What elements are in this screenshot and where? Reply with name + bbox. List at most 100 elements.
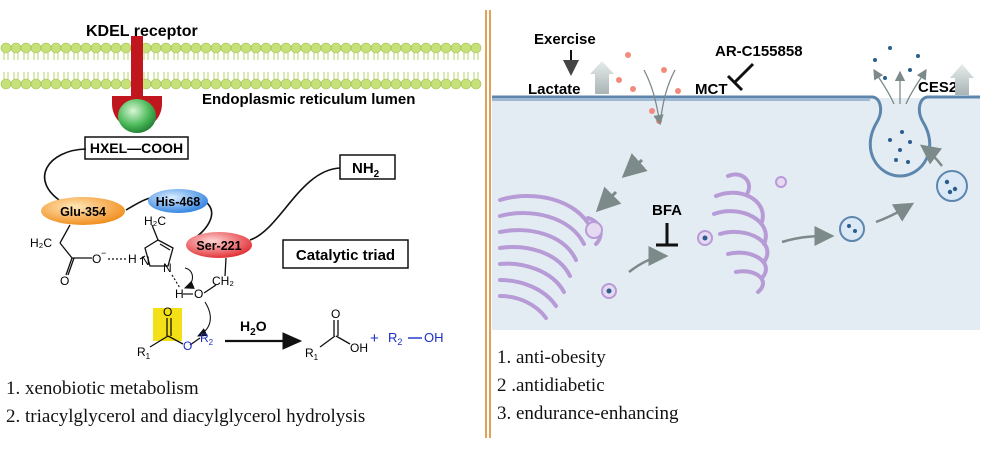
hxel-motif-box (84, 136, 189, 160)
lipid-head (110, 78, 122, 90)
right-panel: Exercise Lactate AR-C155858 MCT (492, 0, 999, 446)
lipid-head (440, 78, 452, 90)
lipid-head (210, 78, 222, 90)
glu-354-residue (41, 197, 125, 225)
ser-221-residue (186, 232, 252, 258)
his-n2: N (163, 261, 172, 275)
lipid-head (120, 42, 132, 54)
h-bond-his-ser (171, 274, 181, 289)
imidazole-ring (139, 224, 174, 267)
ces2-secreted-dot (898, 148, 902, 152)
lipid-head (100, 78, 112, 90)
ces2-secreted-dot (894, 158, 898, 162)
plus-sign: + (370, 330, 379, 347)
lipid-head (250, 78, 262, 90)
hxel-motif-label: HXEL—COOH (90, 140, 183, 156)
ces2-secreted-dot (883, 76, 887, 80)
ces2-secreted-dot (906, 160, 910, 164)
lipid-head (360, 42, 372, 54)
plasma-membrane (492, 95, 980, 178)
secretory-vesicle (839, 216, 865, 242)
exercise-label: Exercise (534, 31, 596, 48)
left-panel: KDEL receptor Endoplasmic reticulum lume… (0, 0, 482, 446)
water-label: H2O (240, 318, 267, 338)
chain-line-ser-nh2 (249, 167, 341, 241)
ces2-secreted-dot (888, 138, 892, 142)
lipid-head (150, 42, 162, 54)
ces2-release-arrow (905, 68, 927, 105)
lipid-head (30, 42, 42, 54)
lipid-head (240, 78, 252, 90)
ser-o: O (194, 287, 203, 301)
catalytic-triad-label: Catalytic triad (296, 247, 395, 264)
lipid-head (260, 42, 272, 54)
lipid-head (260, 78, 272, 90)
lipid-head (430, 42, 442, 54)
cell-cytoplasm (492, 98, 980, 330)
lipid-head (330, 78, 342, 90)
lipid-head (330, 42, 342, 54)
ces2-cargo-dot (944, 179, 950, 185)
lipid-head (320, 78, 332, 90)
lipid-head (60, 42, 72, 54)
lipid-head (320, 42, 332, 54)
lactate-dot (649, 108, 655, 114)
glu-minus-charge: − (101, 248, 106, 258)
lipid-head (240, 42, 252, 54)
lipid-head (310, 42, 322, 54)
lipid-head (310, 78, 322, 90)
lipid-head (420, 42, 432, 54)
lipid-head (410, 78, 422, 90)
lipid-head (270, 42, 282, 54)
lipid-head (380, 78, 392, 90)
glu-carbonyl-o: O (60, 274, 69, 288)
lipid-head (120, 78, 132, 90)
lipid-head (340, 42, 352, 54)
alcohol-r2: R2 (388, 330, 402, 347)
lipid-head (180, 42, 192, 54)
left-caption-1: 1. xenobiotic metabolism (6, 378, 199, 399)
lipid-head (340, 78, 352, 90)
ces2-secreted-dot (900, 130, 904, 134)
ces2-cargo-dot (606, 288, 612, 294)
lipid-head (390, 78, 402, 90)
lipid-head (180, 78, 192, 90)
lipid-head (190, 78, 202, 90)
lipid-head (400, 78, 412, 90)
lipid-head (280, 78, 292, 90)
lactate-up-arrow-icon (590, 61, 614, 94)
golgi-vesicle (775, 176, 787, 188)
lipid-head (200, 42, 212, 54)
ces2-secreted-dot (908, 68, 912, 72)
lipid-head (0, 78, 12, 90)
glu-354-label: Glu-354 (60, 205, 106, 219)
ces2-secreted-dot (888, 46, 892, 50)
glu-carboxylate-o: O (92, 252, 101, 266)
lipid-head (250, 42, 262, 54)
lipid-head (300, 78, 312, 90)
bfa-label: BFA (652, 202, 682, 219)
receptor-stalk (131, 36, 143, 96)
glu-side-chain (59, 224, 92, 276)
lipid-head (470, 78, 482, 90)
lipid-head (230, 42, 242, 54)
lactate-dot (625, 52, 631, 58)
substrate-r2: R2 (200, 331, 214, 347)
ces2-up-arrow-icon (950, 64, 974, 95)
secretory-vesicle-large (936, 170, 968, 202)
acid-r1: R1 (305, 346, 319, 362)
panel-divider-2 (489, 10, 491, 438)
lipid-head (80, 42, 92, 54)
lactate-entry-dashed-arrow (621, 153, 648, 178)
lipid-head (450, 42, 462, 54)
lipid-head (170, 42, 182, 54)
acid-bonds (319, 320, 351, 348)
right-caption-1: 1. anti-obesity (497, 347, 606, 368)
er-to-golgi-arrow (628, 246, 669, 273)
lipid-head (20, 42, 32, 54)
ces2-secreted-dot (908, 140, 912, 144)
ser-side-chain (203, 257, 227, 294)
ces2-secreted-dot (916, 54, 920, 58)
lipid-head (190, 42, 202, 54)
left-caption-2: 2. triacylglycerol and diacylglycerol hy… (6, 406, 366, 427)
